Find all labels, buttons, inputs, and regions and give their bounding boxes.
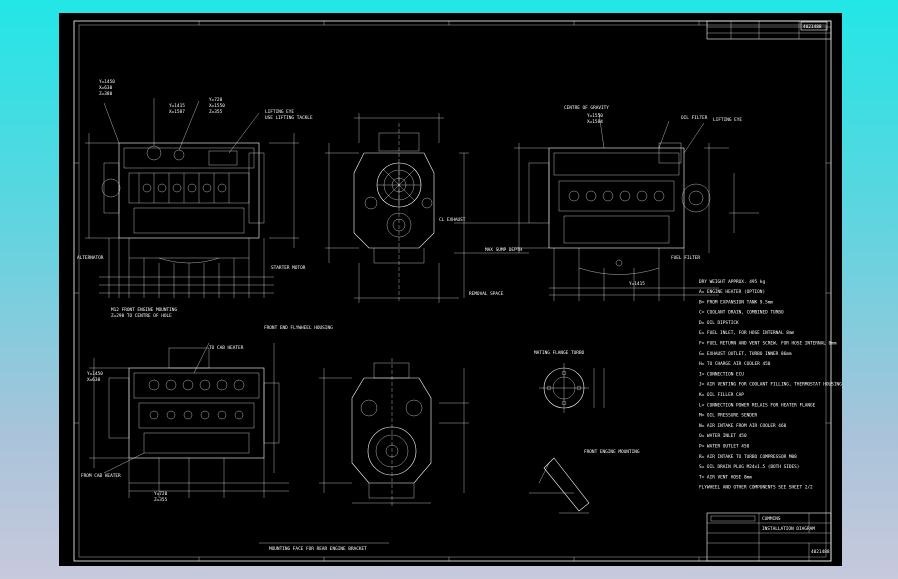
note-item: J= AIR VENTING FOR COOLANT FILLING, THER… — [699, 382, 842, 388]
coord-x-3: X=1550 — [209, 103, 225, 109]
note-item: T= AIR VENT HOSE 8mm — [699, 474, 752, 480]
engine-front-view: CL EXHAUST MAX SUMP DEPTH REMOVAL SPACE … — [264, 113, 529, 331]
note-item: N= AIR INTAKE FROM AIR COOLER 460 — [699, 423, 787, 429]
mating-flange-detail: MATING FLANGE TURBO — [534, 350, 605, 413]
engine-side-view-right: CENTRE OF GRAVITY Y=1550 X=1584 OIL FILT… — [514, 105, 759, 301]
note-item: B= FROM EXPANSION TANK 9.5mm — [699, 299, 773, 305]
cab-heater-label: TO CAB HEATER — [209, 345, 244, 351]
coord-y-6: Y=720 — [154, 491, 168, 497]
note-item: F= FUEL RETURN AND VENT SCREW, FOR HOSE … — [699, 341, 837, 347]
note-item: M= OIL PRESSURE SENDER — [699, 413, 758, 419]
drawing-number-top: 4021488 — [803, 24, 822, 30]
front-mount-detail-label: FRONT ENGINE MOUNTING — [584, 449, 640, 455]
from-cab-heater-label: FROM CAB HEATER — [81, 473, 121, 479]
coord-x-top: X=630 — [99, 85, 113, 91]
alternator-label: ALTERNATOR — [77, 255, 104, 261]
drawing-number: 4021488 — [811, 549, 830, 555]
coord-y-3: Y=720 — [209, 97, 223, 103]
note-item: P= WATER OUTLET 450 — [699, 444, 750, 450]
note-item: O= WATER INLET 450 — [699, 433, 747, 439]
note-item: C= COOLANT DRAIN, COMBINED TURBO — [699, 310, 784, 316]
frame-ticks — [74, 21, 831, 561]
note-item: DRY WEIGHT APPROX. 495 kg — [699, 279, 765, 285]
engine-rear-view — [319, 358, 469, 508]
coord-y-5: Y=1450 — [87, 371, 103, 377]
flywheel-housing-label: FRONT END FLYWHEEL HOUSING — [264, 325, 333, 331]
front-mount-detail: FRONT ENGINE MOUNTING — [529, 449, 640, 514]
coord-z-3: Z=355 — [209, 109, 223, 115]
mounting-face-label: MOUNTING FACE FOR REAR ENGINE BRACKET — [269, 546, 367, 552]
oil-filter-label: OIL FILTER — [681, 115, 708, 121]
company-name: CUMMINS — [762, 516, 781, 522]
cog-y: Y=1550 — [587, 113, 603, 119]
starter-motor-label: STARTER MOTOR — [271, 265, 306, 271]
note-item: S= OIL DRAIN PLUG M24x1.5 (BOTH SIDES) — [699, 464, 799, 470]
note-item: A= ENGINE HEATER (OPTION) — [699, 289, 765, 295]
note-item: G= EXHAUST OUTLET, TURBO INNER 86mm — [699, 351, 792, 357]
lifting-eye-right-label: LIFTING EYE — [713, 117, 742, 123]
note-item: FLYWHEEL AND OTHER COMPONENTS SEE SHEET … — [699, 485, 813, 491]
inner-frame — [78, 24, 827, 558]
coord-y-4: Y=1415 — [629, 281, 645, 287]
coord-z-6: Z=355 — [154, 497, 168, 503]
front-mounting-sub: Z=290 TO CENTRE OF HOLE — [111, 313, 172, 319]
front-mounting-label: M12 FRONT ENGINE MOUNTING — [111, 307, 177, 313]
coord-y-top: Y=1450 — [99, 79, 115, 85]
note-item: E= FUEL INLET, FOR HOSE INTERNAL 8mm — [699, 330, 795, 336]
mating-flange-label: MATING FLANGE TURBO — [534, 350, 585, 356]
lifting-eye-sub-label: USE LIFTING TACKLE — [265, 115, 313, 121]
exhaust-label: CL EXHAUST — [439, 217, 466, 223]
lifting-eye-label: LIFTING EYE — [265, 109, 294, 115]
note-item: K= OIL FILLER CAP — [699, 392, 744, 398]
engine-top-view: TO CAB HEATER FROM CAB HEATER Y=1450 X=6… — [81, 342, 389, 552]
centre-gravity-label: CENTRE OF GRAVITY — [564, 105, 609, 111]
engine-side-view-left: Y=1450 X=630 Z=380 Y=1415 X=1507 Y=720 X… — [77, 79, 313, 319]
drawing-sheet: Y=1450 X=630 Z=380 Y=1415 X=1507 Y=720 X… — [59, 13, 842, 566]
fuel-filter-label: FUEL FILTER — [671, 255, 700, 261]
coord-x-2: X=1507 — [169, 109, 185, 115]
title-block: CUMMINS INSTALLATION DIAGRAM 4021488 402… — [706, 24, 832, 562]
notes-list: DRY WEIGHT APPROX. 495 kg A= ENGINE HEATE… — [699, 279, 842, 491]
sump-depth-label: MAX SUMP DEPTH — [485, 247, 522, 253]
outer-frame — [73, 20, 832, 562]
note-item: I= CONNECTION ECU — [699, 371, 744, 377]
coord-z-top: Z=380 — [99, 91, 113, 97]
note-item: D= OIL DIPSTICK — [699, 320, 739, 326]
drawing-subtitle: INSTALLATION DIAGRAM — [762, 526, 815, 532]
coord-y-2: Y=1415 — [169, 103, 185, 109]
cog-x: X=1584 — [587, 119, 603, 125]
note-item: R= AIR INTAKE TO TURBO COMPRESSOR M08 — [699, 454, 797, 460]
engine-installation-drawing: Y=1450 X=630 Z=380 Y=1415 X=1507 Y=720 X… — [73, 20, 842, 562]
removal-space-label: REMOVAL SPACE — [469, 291, 504, 297]
revision-block — [706, 20, 832, 40]
coord-x-5: X=630 — [87, 377, 101, 383]
note-item: H= TO CHARGE AIR COOLER 450 — [699, 361, 771, 367]
note-item: L= CONNECTION POWER RELAIS FOR HEATER FL… — [699, 402, 816, 408]
